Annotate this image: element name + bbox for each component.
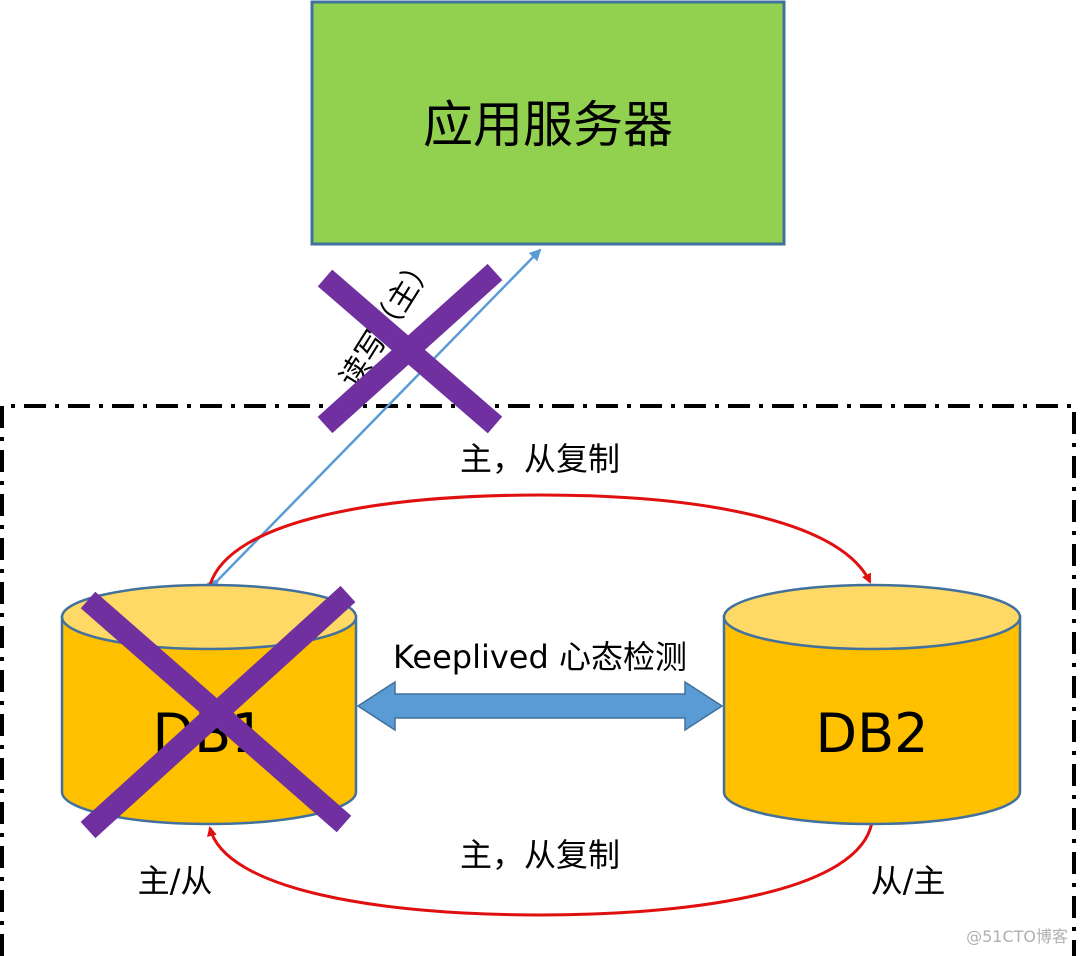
heartbeat-arrow <box>356 680 724 732</box>
replication-bottom-label: 主，从复制 <box>460 836 620 874</box>
cluster-boundary <box>0 404 1076 956</box>
read-write-failed-cross <box>317 263 503 434</box>
replication-top-arrow <box>208 493 872 586</box>
read-write-line <box>206 248 542 592</box>
heartbeat-link: Keeplived 心态检测 <box>356 638 724 732</box>
db2-cylinder-top <box>722 583 1022 651</box>
db2-cylinder-body <box>722 615 1022 826</box>
watermark: @51CTO博客 <box>966 927 1068 946</box>
replication-bottom-arrow <box>207 821 874 917</box>
replication-top-label: 主，从复制 <box>460 440 620 478</box>
app-server-node: 应用服务器 <box>310 0 786 246</box>
app-server-label: 应用服务器 <box>423 96 673 154</box>
db2-node: DB2 <box>722 583 1022 826</box>
replication-top-link: 主，从复制 <box>208 440 872 586</box>
db2-label: DB2 <box>816 702 929 765</box>
replication-bottom-link: 主，从复制 <box>207 821 874 917</box>
db1-role-label: 主/从 <box>138 862 213 900</box>
heartbeat-label: Keeplived 心态检测 <box>393 638 687 676</box>
db2-role-label: 从/主 <box>871 862 946 900</box>
db1-failed-cross <box>80 585 356 839</box>
